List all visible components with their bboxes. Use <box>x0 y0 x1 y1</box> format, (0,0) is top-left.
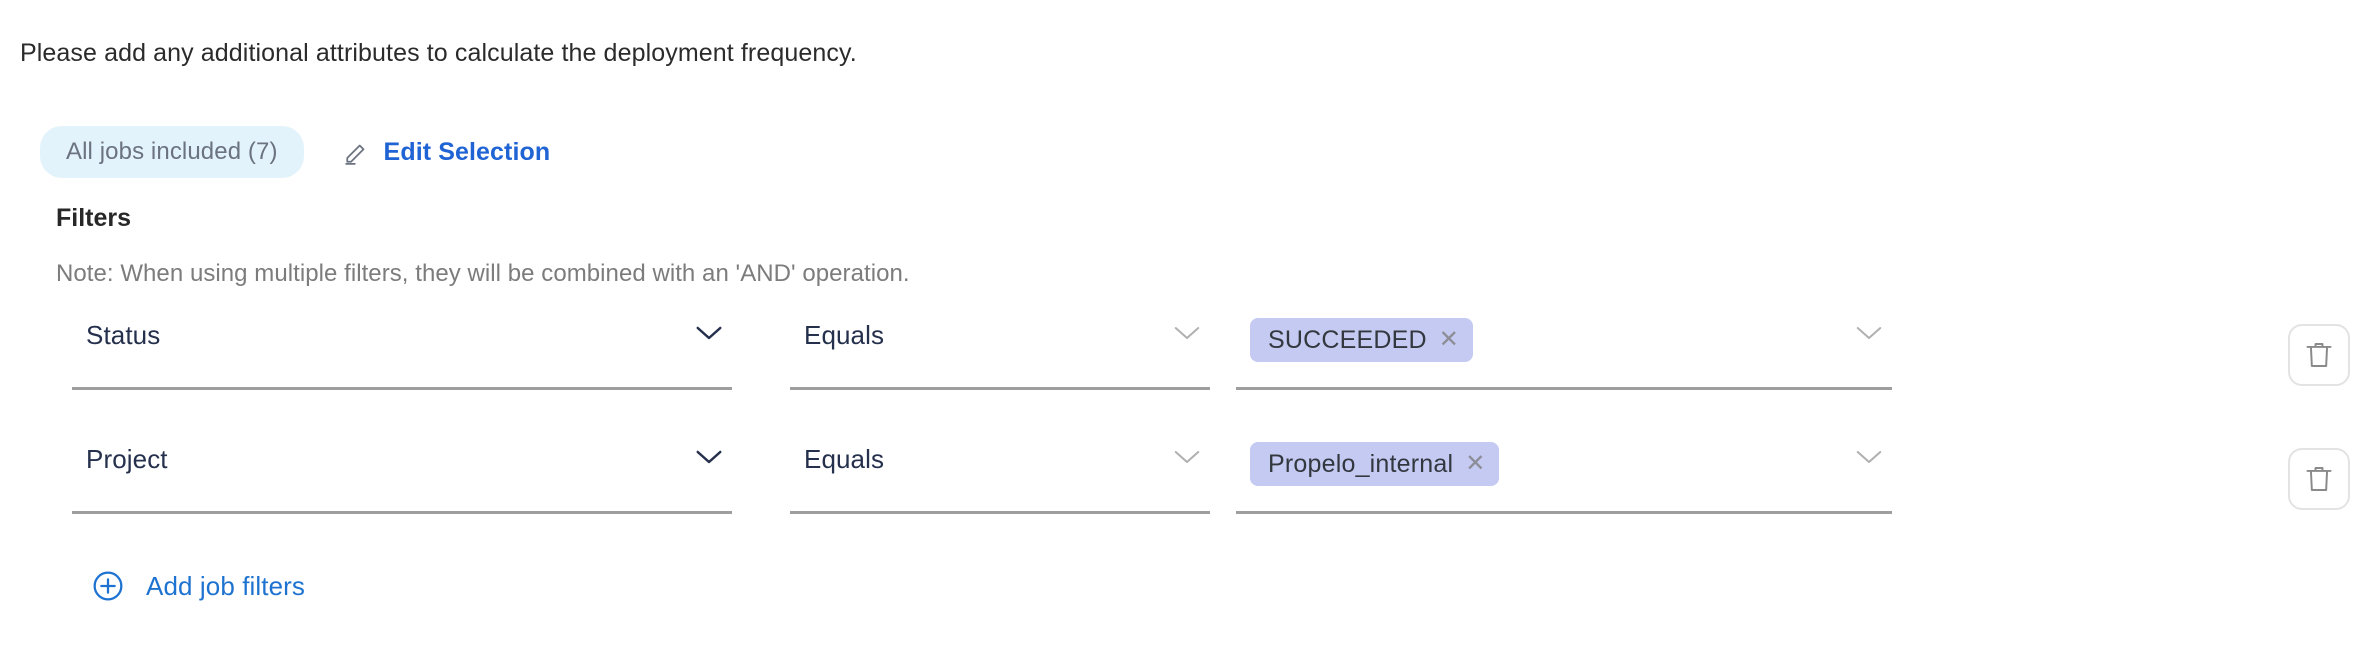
add-job-filters-label: Add job filters <box>146 571 306 601</box>
filter-row: Status Equals SUCCEEDED ✕ <box>0 310 2376 390</box>
filter-operator-value: Equals <box>804 444 885 474</box>
plus-circle-icon <box>93 571 123 601</box>
selection-row: All jobs included (7) Edit Selection <box>40 126 550 178</box>
filters-note: Note: When using multiple filters, they … <box>56 260 910 287</box>
chevron-down-icon <box>1174 451 1200 463</box>
filter-value-select[interactable]: SUCCEEDED ✕ <box>1236 310 1892 390</box>
filter-attribute-select[interactable]: Project <box>72 434 732 514</box>
filter-operator-select[interactable]: Equals <box>790 310 1210 390</box>
add-job-filters-button[interactable]: Add job filters <box>92 570 305 602</box>
filter-operator-select[interactable]: Equals <box>790 434 1210 514</box>
delete-filter-button[interactable] <box>2288 324 2350 386</box>
chevron-down-icon <box>1174 327 1200 339</box>
filter-attribute-value: Status <box>86 320 161 350</box>
filter-row: Project Equals Propelo_internal ✕ <box>0 434 2376 514</box>
filter-value-chip-label: Propelo_internal <box>1268 450 1454 478</box>
instruction-text: Please add any additional attributes to … <box>20 39 857 67</box>
filters-heading: Filters <box>56 204 132 232</box>
trash-icon <box>2306 467 2332 491</box>
chevron-down-icon <box>1856 451 1882 463</box>
filter-attribute-value: Project <box>86 444 168 474</box>
delete-filter-button[interactable] <box>2288 448 2350 510</box>
filter-value-chip: Propelo_internal ✕ <box>1250 442 1500 486</box>
close-icon[interactable]: ✕ <box>1438 326 1459 353</box>
filter-value-select[interactable]: Propelo_internal ✕ <box>1236 434 1892 514</box>
edit-selection-button[interactable]: Edit Selection <box>344 139 551 165</box>
chevron-down-icon <box>696 450 722 464</box>
filter-operator-value: Equals <box>804 320 885 350</box>
filter-attribute-select[interactable]: Status <box>72 310 732 390</box>
chevron-down-icon <box>696 326 722 340</box>
chevron-down-icon <box>1856 327 1882 339</box>
trash-icon <box>2306 343 2332 367</box>
pencil-icon <box>344 144 364 165</box>
close-icon[interactable]: ✕ <box>1465 450 1486 477</box>
filter-value-chip-label: SUCCEEDED <box>1268 326 1427 354</box>
filter-value-chip: SUCCEEDED ✕ <box>1250 318 1473 362</box>
edit-selection-label: Edit Selection <box>383 137 551 166</box>
jobs-included-badge: All jobs included (7) <box>40 126 304 178</box>
